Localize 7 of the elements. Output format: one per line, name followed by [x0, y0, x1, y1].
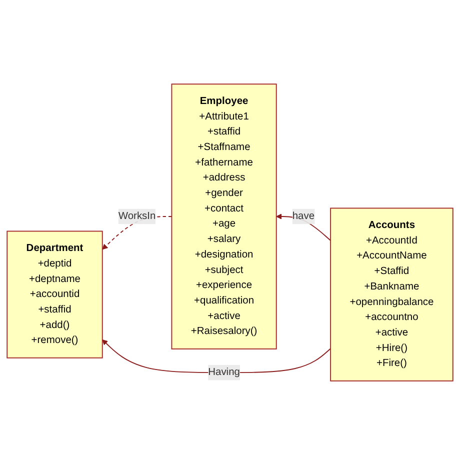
arrow	[276, 214, 332, 241]
edge-label: have	[292, 210, 315, 222]
node-box: Employee +Attribute1 +staffid +Staffname +fathername +address +gender +contact +age +salary +designation +subject +experience +qualification +active +Raisesalory()	[171, 84, 277, 350]
node-box: Department +deptid +deptname +accountid +staffid +add() +remove()	[6, 230, 103, 358]
node-box: Accounts +AccountId +AccountName +Staffid +Bankname +openningbalance +accountno +active +Hire() +Fire()	[330, 208, 454, 382]
edge-label: WorksIn	[118, 210, 156, 222]
edge-label: Having	[208, 366, 240, 378]
